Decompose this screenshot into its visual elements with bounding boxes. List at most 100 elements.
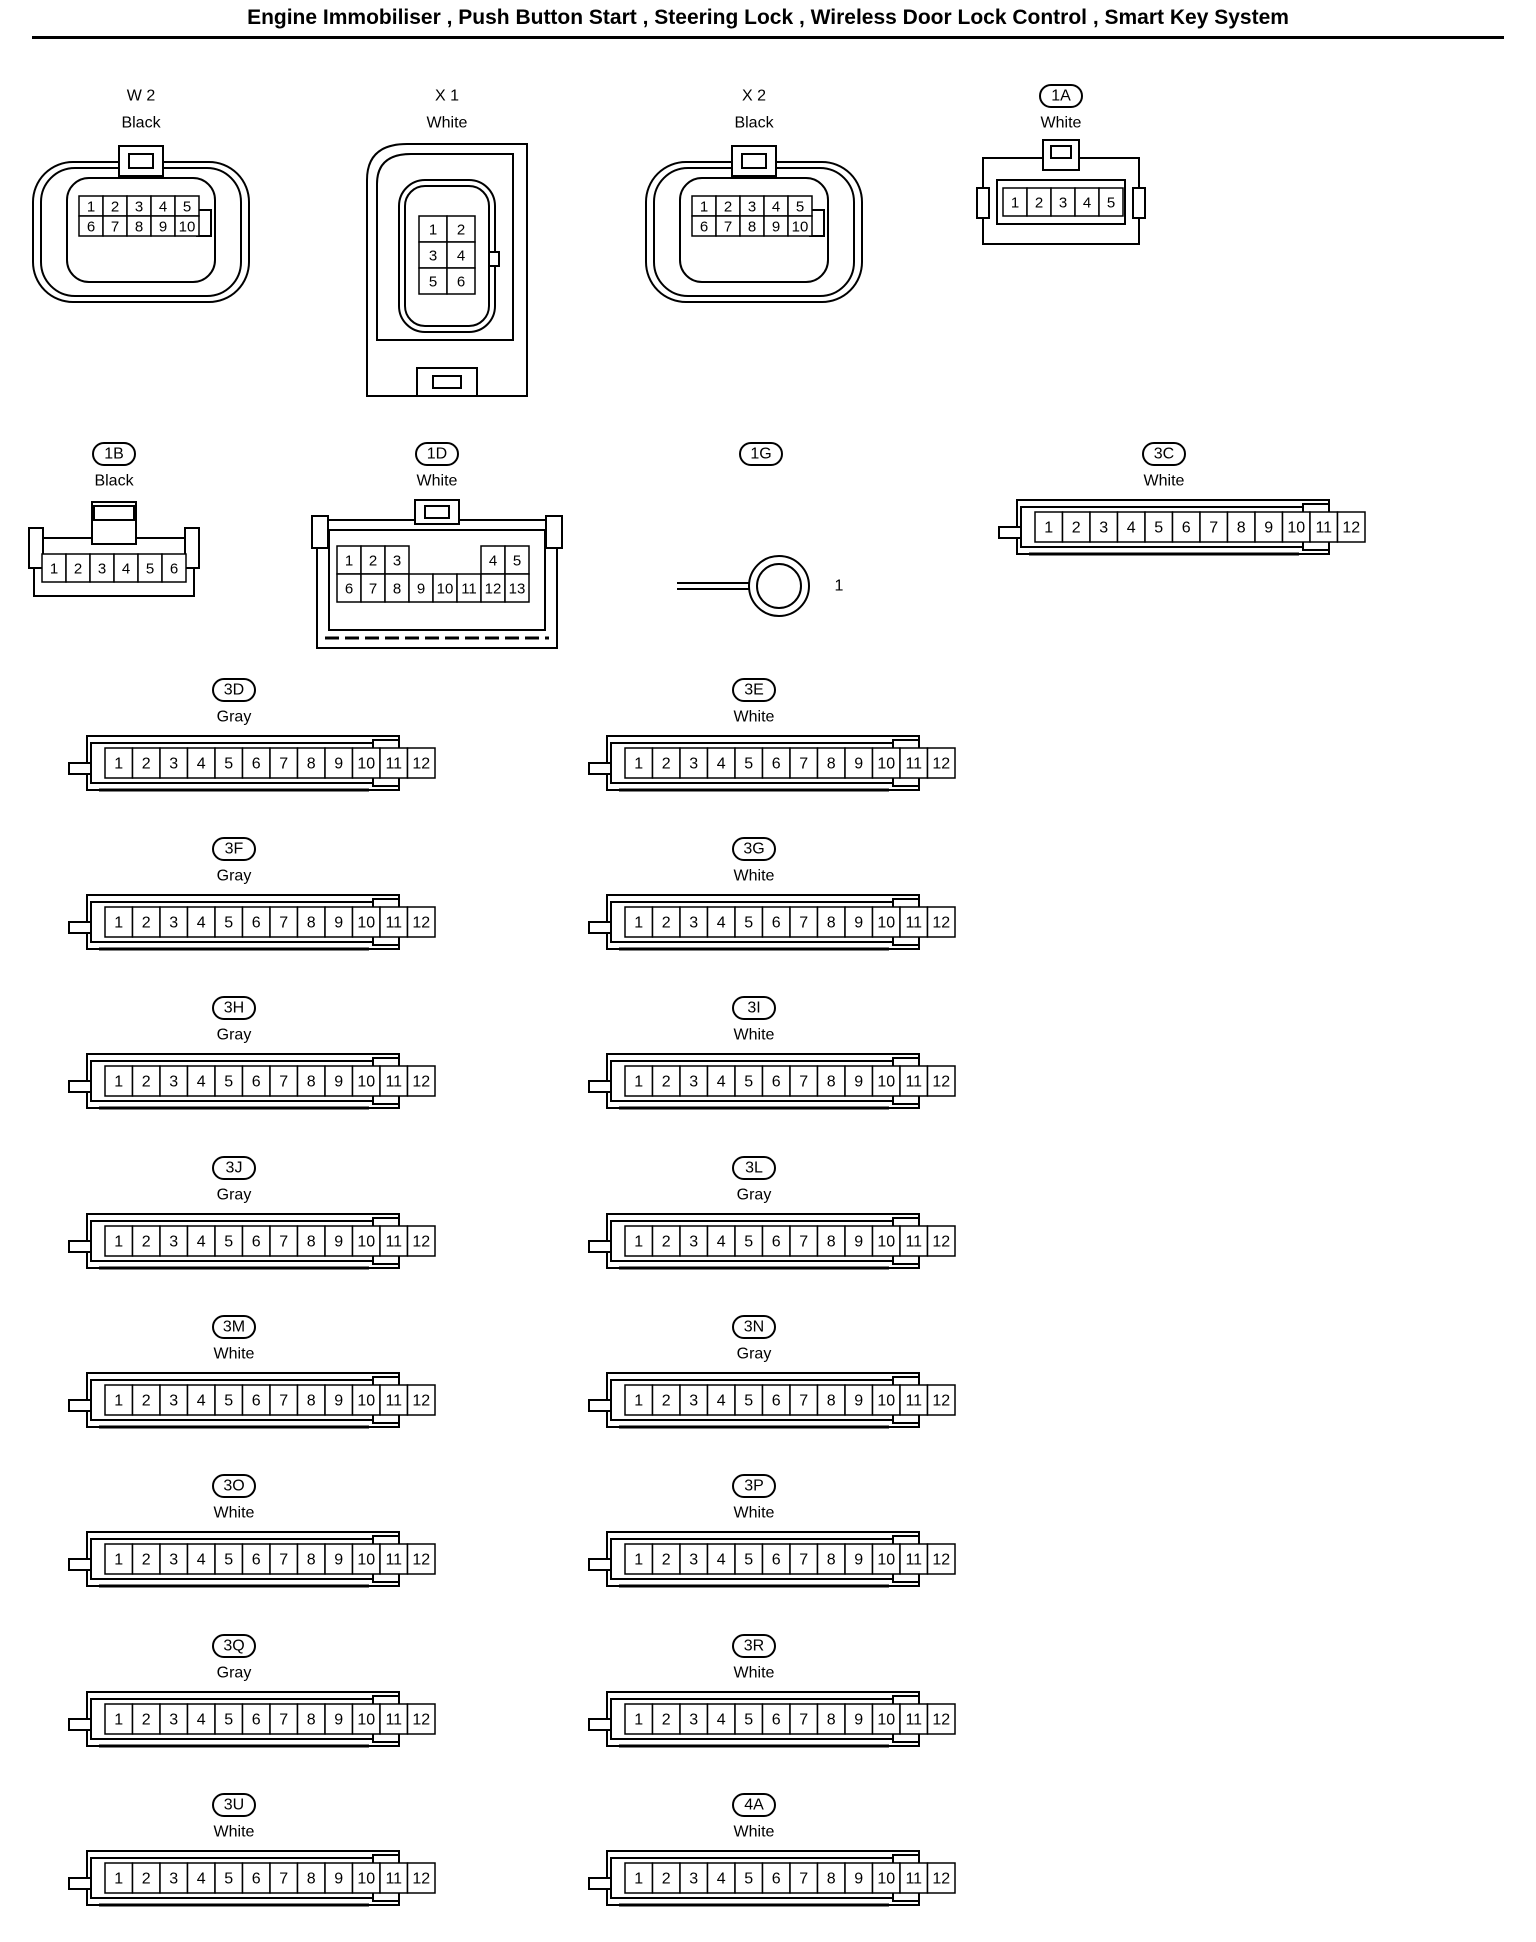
pin-number: 10: [357, 1393, 375, 1410]
pin-number: 7: [799, 1712, 808, 1729]
pin-number: 7: [799, 1234, 808, 1251]
connector-latch: [91, 501, 137, 545]
pin-number: 10: [357, 1234, 375, 1251]
connector-id-label: 3H: [224, 1000, 244, 1017]
pin-cell: [406, 1384, 436, 1416]
pin-number: 2: [662, 1074, 671, 1091]
pin-cell: [871, 1065, 901, 1097]
connector-id-badge: [1039, 84, 1083, 108]
pin-number: 6: [457, 274, 465, 291]
connector-color-label: Gray: [217, 1665, 252, 1682]
pin-number: 7: [799, 915, 808, 932]
connector-side-tab-right: [545, 515, 563, 549]
pin-number: 1: [634, 1871, 643, 1888]
pin-number: 3: [689, 1393, 698, 1410]
pin-number: 9: [854, 1234, 863, 1251]
pin-cell: [159, 1065, 189, 1097]
pin-cell: [1061, 511, 1091, 543]
pin-cell: [296, 1543, 326, 1575]
pin-cell: [871, 1862, 901, 1894]
pin-number: 3: [689, 1712, 698, 1729]
pin-cell: [131, 747, 161, 779]
pin-number: 1: [1044, 520, 1053, 537]
pin-number: 2: [142, 915, 151, 932]
pin-number: 6: [772, 1074, 781, 1091]
pin-number: 9: [334, 1234, 343, 1251]
pin-cell: [706, 1862, 736, 1894]
pin-number: 11: [905, 1234, 922, 1251]
connector-color-label: Gray: [217, 1187, 252, 1204]
pin-number: 1: [700, 199, 708, 216]
pin-number: 5: [513, 553, 521, 570]
pin-number: 9: [159, 219, 167, 236]
pin-cell: [844, 1384, 874, 1416]
pin-number: 8: [827, 1712, 836, 1729]
pin-number: 1: [114, 1074, 123, 1091]
connector-color-label: Gray: [217, 868, 252, 885]
pin-number: 1: [114, 756, 123, 773]
pin-cell: [926, 1225, 956, 1257]
pin-cell: [324, 1225, 354, 1257]
pin-cell: [844, 1065, 874, 1097]
connector-color-label: White: [214, 1505, 255, 1522]
pin-number: 11: [905, 756, 922, 773]
pin-number: 1: [114, 1393, 123, 1410]
page-title: Engine Immobiliser , Push Button Start ,…: [247, 6, 1289, 29]
connector-side-tab-right: [1132, 187, 1146, 219]
pin-number: 8: [827, 756, 836, 773]
pin-number: 6: [772, 1871, 781, 1888]
pin-number: 10: [357, 756, 375, 773]
pin-number: 4: [197, 915, 206, 932]
pin-cell: [926, 1543, 956, 1575]
pin-cell: [113, 553, 139, 583]
pin-number: 5: [224, 915, 233, 932]
pin-cell: [296, 747, 326, 779]
pin-number: 5: [744, 1712, 753, 1729]
pin-number: 9: [334, 756, 343, 773]
pin-cell: [269, 906, 299, 938]
pin-number: 8: [827, 1393, 836, 1410]
pin-number: 5: [224, 756, 233, 773]
connector-color-label: Gray: [217, 709, 252, 726]
pin-number: 4: [197, 1234, 206, 1251]
pin-cell: [1026, 187, 1052, 217]
strip-left-tab: [68, 1718, 92, 1731]
pin-number: 8: [827, 1074, 836, 1091]
connector-id-label: 3G: [743, 841, 764, 858]
pin-number: 6: [252, 1712, 261, 1729]
pin-number: 2: [142, 1234, 151, 1251]
pin-number: 5: [744, 1552, 753, 1569]
pin-number: 12: [412, 1393, 430, 1410]
pin-cell: [446, 241, 476, 269]
pin-number: 5: [744, 1234, 753, 1251]
strip-left-tab: [68, 1558, 92, 1571]
connector-id-label: 3E: [744, 682, 764, 699]
pin-cell: [899, 1703, 929, 1735]
pin-number: 9: [334, 1552, 343, 1569]
connector-id-badge: [92, 442, 136, 466]
pin-number: 10: [877, 1712, 895, 1729]
connector-id-badge: [732, 1634, 776, 1658]
pin-cell: [296, 1862, 326, 1894]
pin-cell: [926, 906, 956, 938]
connector-color-label: Gray: [737, 1346, 772, 1363]
pin-number: 3: [169, 1712, 178, 1729]
pin-cell: [651, 1384, 681, 1416]
pin-number: 2: [111, 199, 119, 216]
connector-id-label: 4A: [744, 1797, 764, 1814]
pin-number: 12: [412, 1552, 430, 1569]
pin-cell: [241, 747, 271, 779]
pin-cell: [324, 1384, 354, 1416]
pin-number: 1: [835, 578, 844, 595]
pin-number: 7: [279, 1712, 288, 1729]
pin-number: 10: [357, 915, 375, 932]
pin-number: 9: [1264, 520, 1273, 537]
pin-number: 8: [307, 1234, 316, 1251]
pin-number: 4: [717, 1712, 726, 1729]
pin-number: 7: [279, 1234, 288, 1251]
pin-cell: [734, 906, 764, 938]
pin-number: 8: [307, 1393, 316, 1410]
